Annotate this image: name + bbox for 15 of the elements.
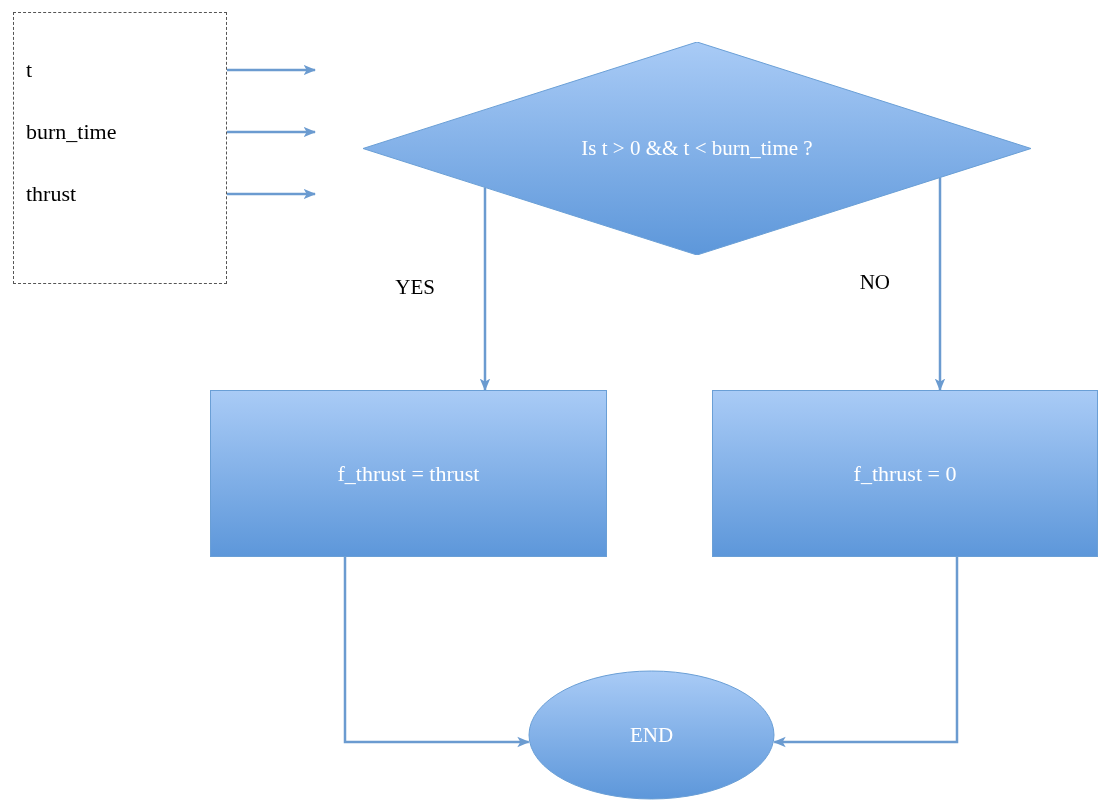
process-box: f_thrust = thrust bbox=[210, 390, 607, 557]
end-terminal: END bbox=[528, 670, 775, 800]
arrow bbox=[227, 126, 317, 138]
input-label: thrust bbox=[26, 180, 77, 208]
dashed-box bbox=[13, 12, 227, 284]
arrow bbox=[773, 557, 959, 748]
arrow bbox=[227, 64, 317, 76]
process-box: f_thrust = 0 bbox=[712, 390, 1098, 557]
arrow bbox=[934, 177, 946, 392]
arrow bbox=[227, 188, 317, 200]
arrow bbox=[343, 557, 530, 748]
input-label: burn_time bbox=[26, 118, 117, 146]
input-label: t bbox=[26, 56, 33, 84]
decision-diamond: Is t > 0 && t < burn_time ? bbox=[363, 42, 1031, 255]
arrow bbox=[479, 187, 491, 392]
